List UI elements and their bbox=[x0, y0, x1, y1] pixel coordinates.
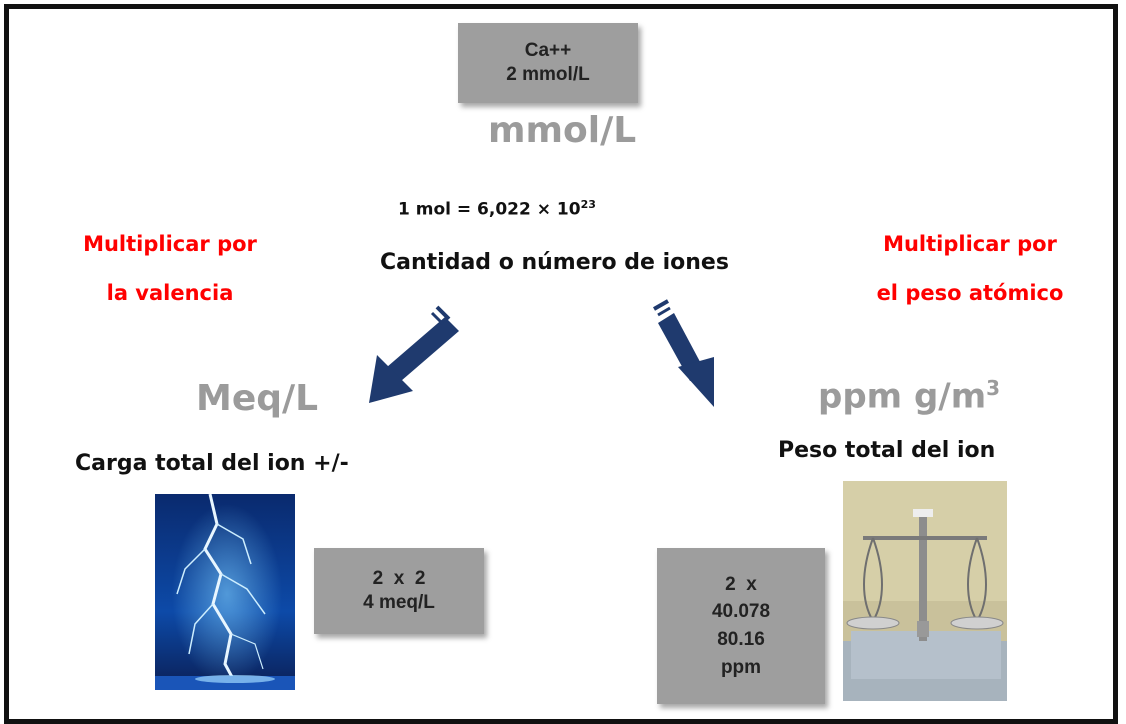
atomic-weight-instruction: Multiplicar por el peso atómico bbox=[835, 226, 1105, 312]
ppm-unit-base: ppm g/m bbox=[818, 376, 987, 417]
atomic-weight-value: 40.078 bbox=[711, 601, 771, 623]
balance-scale-image bbox=[843, 481, 1007, 701]
calcium-box: Ca++ 2 mmol/L bbox=[458, 23, 638, 103]
valence-instruction: Multiplicar por la valencia bbox=[45, 226, 295, 312]
ppm-result-box: 2 x 40.078 80.16 ppm bbox=[657, 548, 825, 704]
valence-instruction-line1: Multiplicar por bbox=[83, 232, 257, 256]
calcium-ion-label: Ca++ bbox=[524, 40, 572, 62]
mol-definition-exponent: 23 bbox=[580, 198, 596, 211]
left-arrow-icon bbox=[369, 305, 459, 403]
meq-result-box: 2 x 2 4 meq/L bbox=[314, 548, 484, 634]
meq-calculation: 2 x 2 bbox=[372, 568, 426, 590]
total-weight-caption: Peso total del ion bbox=[778, 438, 996, 463]
mol-definition-text: 1 mol = 6,022 × 10 bbox=[398, 199, 581, 220]
meq-value: 4 meq/L bbox=[363, 592, 435, 613]
ppm-unit: ppm bbox=[720, 656, 762, 678]
ppm-calculation: 2 x bbox=[725, 573, 757, 595]
total-charge-caption: Carga total del ion +/- bbox=[75, 451, 349, 476]
mmol-unit-label: mmol/L bbox=[488, 110, 637, 151]
atomic-weight-instruction-line2: el peso atómico bbox=[876, 280, 1064, 305]
atomic-weight-instruction-line1: Multiplicar por bbox=[883, 232, 1057, 256]
valence-instruction-line2: la valencia bbox=[106, 280, 234, 305]
ppm-unit-label: ppm g/m3 bbox=[818, 376, 1000, 416]
lightning-image bbox=[155, 494, 295, 690]
meq-unit-label: Meq/L bbox=[196, 378, 319, 419]
mol-definition: 1 mol = 6,022 × 1023 bbox=[398, 198, 596, 220]
ion-quantity-caption: Cantidad o número de iones bbox=[380, 250, 729, 275]
calcium-concentration: 2 mmol/L bbox=[506, 64, 590, 85]
ppm-unit-exponent: 3 bbox=[986, 376, 1001, 400]
ppm-value: 80.16 bbox=[717, 629, 765, 650]
right-arrow-icon bbox=[653, 299, 714, 407]
